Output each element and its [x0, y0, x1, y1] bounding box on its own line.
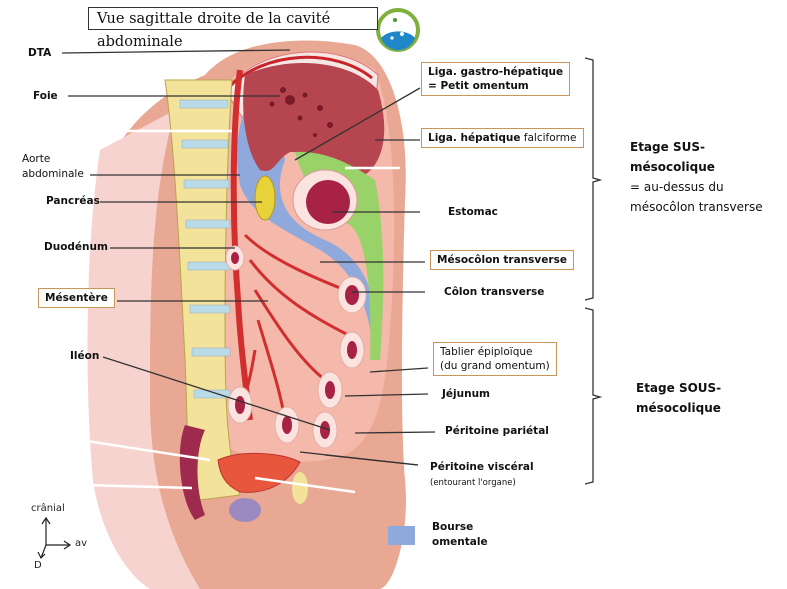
orientation-cranial: crânial [31, 503, 65, 514]
etage-sus-mesocolique: Etage SUS- mésocolique = au-dessus du mé… [630, 137, 763, 217]
pubic-bone [292, 472, 308, 504]
label-aorte-line1: Aorte [22, 153, 51, 165]
aorta [230, 69, 253, 421]
label-peritoine-visceral-note: (entourant l'organe) [430, 478, 516, 488]
orientation-dorsal: D [34, 560, 42, 571]
label-tablier-epiploique: Tablier épiploïque (du grand omentum) [433, 342, 557, 376]
label-mesentere: Mésentère [38, 288, 115, 308]
label-tablier-line1: Tablier épiploïque [440, 346, 533, 358]
label-mesocolon-text: Mésocôlon transverse [437, 254, 567, 266]
association-logo-icon [376, 8, 420, 52]
back-skin [87, 110, 200, 589]
label-ligament-gastro-hepatique-line1: Liga. gastro-hépatique [428, 66, 564, 78]
label-mesocolon-transverse: Mésocôlon transverse [430, 250, 574, 270]
prostate [229, 498, 261, 522]
liver [243, 63, 385, 178]
legend-label-bourse-omentale: Bourse omentale [432, 520, 502, 550]
etage-sus-line1: Etage SUS- [630, 140, 705, 154]
label-estomac: Estomac [448, 206, 498, 218]
label-ligament-gastro-hepatique-line2: = Petit omentum [428, 80, 529, 92]
etage-sus-line3: = au-dessus du [630, 180, 724, 194]
pancreas [254, 175, 276, 221]
etage-sus-line2: mésocolique [630, 160, 715, 174]
label-dta: DTA [28, 47, 52, 59]
liver-vessels [269, 87, 333, 137]
legend-label-line1: Bourse [432, 521, 474, 533]
legend-swatch-bourse-omentale [388, 526, 415, 545]
intestinal-loops [225, 245, 367, 449]
rectum [179, 425, 205, 520]
diaphragm-vessel [226, 55, 373, 90]
etage-sous-line1: Etage SOUS- [636, 381, 722, 395]
label-ligament-falciforme-bold: Liga. hépatique [428, 132, 521, 144]
label-mesentere-text: Mésentère [45, 292, 108, 304]
label-peritoine-parietal: Péritoine pariétal [445, 425, 549, 437]
legend-label-line2: omentale [432, 536, 488, 548]
brace-sus-mesocolique [584, 57, 603, 301]
label-aorte-line2: abdominale [22, 168, 84, 180]
label-ligament-falciforme: Liga. hépatique falciforme [421, 128, 584, 148]
label-jejunum: Jéjunum [442, 388, 490, 400]
label-ligament-gastro-hepatique: Liga. gastro-hépatique = Petit omentum [421, 62, 571, 96]
etage-sous-line2: mésocolique [636, 401, 721, 415]
brace-sous-mesocolique [584, 307, 603, 485]
vertebral-discs [179, 99, 231, 399]
diagram-title: Vue sagittale droite de la cavité abdomi… [88, 7, 378, 50]
etage-sus-line4: mésocôlon transverse [630, 200, 763, 214]
label-colon-transverse: Côlon transverse [444, 286, 545, 298]
label-ileon: Iléon [70, 350, 100, 362]
etage-sous-mesocolique: Etage SOUS- mésocolique [636, 378, 721, 418]
greater-omentum [295, 151, 384, 360]
label-peritoine-visceral: Péritoine viscéral [430, 461, 534, 473]
label-tablier-line2: (du grand omentum) [440, 360, 550, 372]
label-pancreas: Pancréas [46, 195, 100, 207]
white-leader-lines [79, 129, 400, 494]
label-ligament-falciforme-normal: falciforme [520, 132, 577, 144]
label-duodenum: Duodénum [44, 241, 108, 253]
label-foie: Foie [33, 90, 58, 102]
stomach-lumen [306, 180, 350, 224]
orientation-axes [37, 516, 72, 560]
leader-lines [61, 49, 436, 466]
orientation-anterior: av [75, 538, 88, 549]
